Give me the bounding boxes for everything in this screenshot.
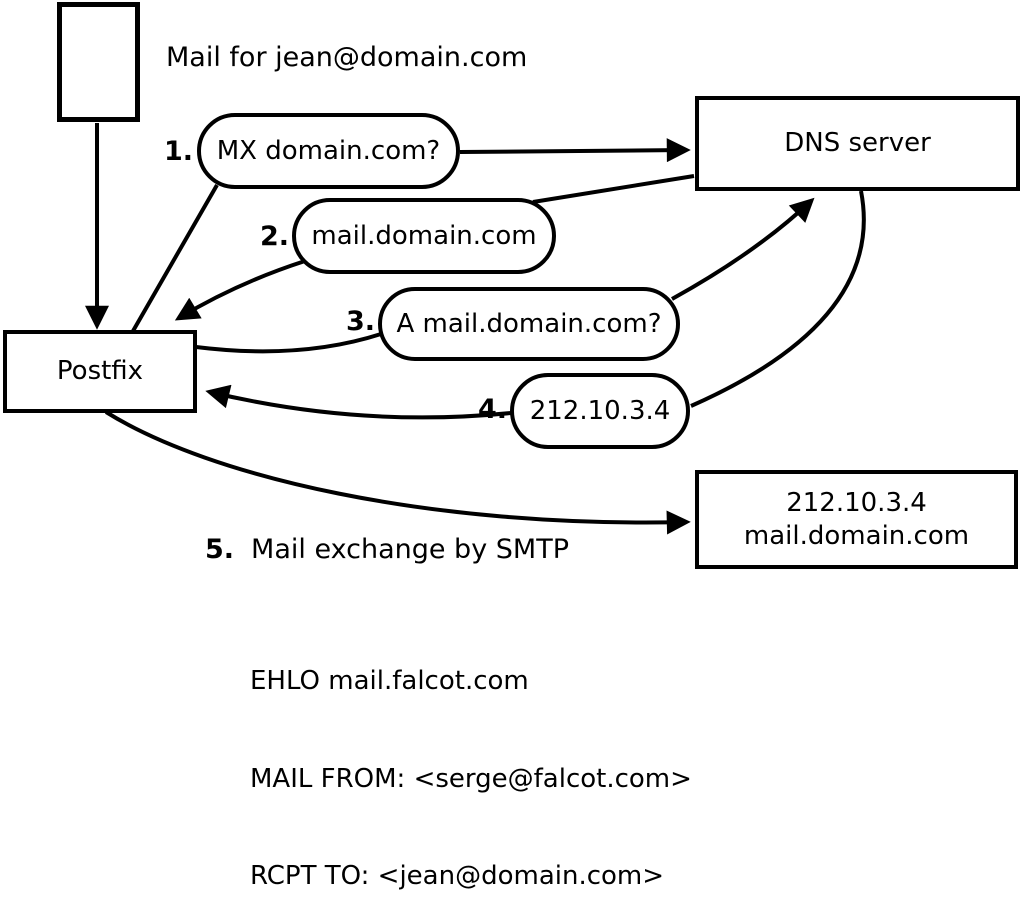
step-number-5: 5. <box>205 534 235 565</box>
step-5-caption: 5. Mail exchange by SMTP <box>205 534 569 565</box>
step-number-2: 2. <box>259 221 289 252</box>
arrow-bubble-1-to-dns <box>459 138 691 163</box>
step-number-3: 3. <box>345 306 375 337</box>
mail-note: Mail for jean@domain.com <box>166 42 528 73</box>
arrow-bubble-3-to-dns <box>671 197 815 301</box>
mail-envelope-icon <box>57 2 140 122</box>
response-bubble-ip: 212.10.3.4 <box>510 373 690 449</box>
dns-server-label: DNS server <box>784 128 931 158</box>
smtp-line: MAIL FROM: <serge@falcot.com> <box>250 763 692 794</box>
query-bubble-a-record: A mail.domain.com? <box>378 287 680 361</box>
smtp-line: RCPT TO: <jean@domain.com> <box>250 861 665 891</box>
arrow-postfix-to-mailserver <box>104 410 691 535</box>
mail-server-hostname: mail.domain.com <box>743 520 970 551</box>
tail-dns-to-bubble-2 <box>532 174 695 204</box>
mail-server-node: 212.10.3.4 mail.domain.com <box>695 470 1018 569</box>
arrow-bubble-4-to-postfix <box>205 384 512 420</box>
smtp-line: EHLO mail.falcot.com <box>250 666 529 696</box>
tail-postfix-to-bubble-1 <box>131 184 219 332</box>
bubble-label: A mail.domain.com? <box>396 309 662 339</box>
arrow-bubble-2-to-postfix <box>174 259 306 321</box>
dns-server-node: DNS server <box>695 96 1020 191</box>
postfix-label: Postfix <box>56 356 144 386</box>
response-bubble-mx: mail.domain.com <box>292 198 556 274</box>
bubble-label: 212.10.3.4 <box>529 396 671 426</box>
tail-dns-to-bubble-4 <box>690 190 866 408</box>
bubble-label: mail.domain.com <box>311 221 537 251</box>
bubble-label: MX domain.com? <box>216 136 441 166</box>
postfix-node: Postfix <box>3 330 197 413</box>
smtp-session-block: EHLO mail.falcot.com MAIL FROM: <serge@f… <box>250 600 692 919</box>
step-number-1: 1. <box>163 136 193 167</box>
step-number-4: 4. <box>477 394 507 425</box>
tail-postfix-to-bubble-3 <box>195 332 382 354</box>
query-bubble-mx: MX domain.com? <box>197 113 460 189</box>
mail-server-ip: 212.10.3.4 <box>786 487 927 518</box>
step-5-label: Mail exchange by SMTP <box>251 534 569 565</box>
